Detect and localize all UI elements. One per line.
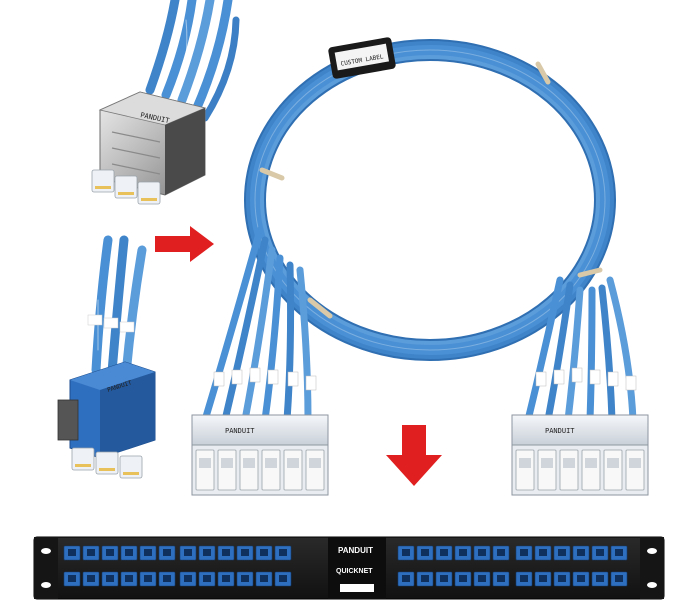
bottom-left-cables bbox=[91, 235, 147, 379]
left-fanout-labels bbox=[213, 367, 317, 391]
port-opening bbox=[106, 575, 114, 582]
port-opening bbox=[558, 549, 566, 556]
jack-opening bbox=[563, 458, 575, 468]
left-cassette: PANDUIT bbox=[191, 414, 329, 496]
port-opening bbox=[459, 575, 467, 582]
port-opening bbox=[260, 549, 268, 556]
jack-opening bbox=[519, 458, 531, 468]
port-opening bbox=[596, 549, 604, 556]
cassette-jack bbox=[217, 449, 237, 491]
port-opening bbox=[520, 549, 528, 556]
jack-opening bbox=[243, 458, 255, 468]
cassette-jack bbox=[239, 449, 259, 491]
panel-brand-bottom: QUICKNET bbox=[336, 568, 373, 575]
port-opening bbox=[222, 575, 230, 582]
port-opening bbox=[260, 575, 268, 582]
cassette-jack bbox=[261, 449, 281, 491]
jack-opening bbox=[607, 458, 619, 468]
port-opening bbox=[87, 549, 95, 556]
port-opening bbox=[402, 575, 410, 582]
port-opening bbox=[184, 575, 192, 582]
port-opening bbox=[459, 549, 467, 556]
cassette-jack bbox=[195, 449, 215, 491]
top-left-cables bbox=[145, 0, 240, 122]
port-opening bbox=[440, 549, 448, 556]
cassette-jack bbox=[625, 449, 645, 491]
port-opening bbox=[68, 549, 76, 556]
top-left-connector: PANDUIT bbox=[91, 0, 240, 205]
port-opening bbox=[402, 549, 410, 556]
cassette-jack bbox=[603, 449, 623, 491]
port-opening bbox=[125, 549, 133, 556]
panel-brand-top: PANDUIT bbox=[338, 546, 373, 555]
port-opening bbox=[203, 575, 211, 582]
port-opening bbox=[497, 575, 505, 582]
jack-opening bbox=[265, 458, 277, 468]
jack-opening bbox=[541, 458, 553, 468]
bottom-left-connector: PANDUIT bbox=[57, 235, 156, 479]
port-opening bbox=[203, 549, 211, 556]
jack-opening bbox=[287, 458, 299, 468]
port-opening bbox=[615, 549, 623, 556]
cassette-jack bbox=[559, 449, 579, 491]
right-cassette: PANDUIT bbox=[511, 414, 649, 496]
jack-opening bbox=[629, 458, 641, 468]
jack-opening bbox=[221, 458, 233, 468]
port-opening bbox=[163, 549, 171, 556]
cable-label-sleeve: CUSTOM LABEL bbox=[328, 37, 396, 79]
port-opening bbox=[520, 575, 528, 582]
port-opening bbox=[68, 575, 76, 582]
arrow-right-icon bbox=[155, 226, 214, 262]
port-opening bbox=[222, 549, 230, 556]
port-opening bbox=[87, 575, 95, 582]
port-opening bbox=[478, 549, 486, 556]
right-fanout-cables bbox=[524, 276, 637, 424]
right-cassette-label: PANDUIT bbox=[545, 427, 575, 435]
patch-panel: PANDUIT QUICKNET bbox=[33, 536, 665, 600]
port-opening bbox=[478, 575, 486, 582]
port-opening bbox=[577, 549, 585, 556]
port-opening bbox=[279, 575, 287, 582]
port-opening bbox=[615, 575, 623, 582]
cassette-jack bbox=[581, 449, 601, 491]
port-opening bbox=[144, 549, 152, 556]
port-opening bbox=[421, 549, 429, 556]
port-opening bbox=[144, 575, 152, 582]
jack-opening bbox=[585, 458, 597, 468]
port-opening bbox=[539, 575, 547, 582]
port-opening bbox=[184, 549, 192, 556]
left-cassette-label: PANDUIT bbox=[225, 427, 255, 435]
arrow-down-icon bbox=[386, 425, 442, 486]
port-opening bbox=[539, 549, 547, 556]
right-fanout-labels bbox=[535, 367, 637, 391]
port-opening bbox=[106, 549, 114, 556]
port-opening bbox=[558, 575, 566, 582]
jack-opening bbox=[199, 458, 211, 468]
port-opening bbox=[497, 549, 505, 556]
cassette-jack bbox=[537, 449, 557, 491]
cassette-jack bbox=[515, 449, 535, 491]
port-opening bbox=[440, 575, 448, 582]
port-opening bbox=[241, 549, 249, 556]
port-opening bbox=[421, 575, 429, 582]
jack-opening bbox=[309, 458, 321, 468]
port-opening bbox=[577, 575, 585, 582]
port-opening bbox=[125, 575, 133, 582]
port-opening bbox=[163, 575, 171, 582]
cassette-jack bbox=[283, 449, 303, 491]
cable-loop bbox=[244, 39, 616, 361]
port-opening bbox=[596, 575, 604, 582]
port-opening bbox=[241, 575, 249, 582]
left-fanout-cables bbox=[201, 226, 312, 424]
cassette-jack bbox=[305, 449, 325, 491]
port-opening bbox=[279, 549, 287, 556]
